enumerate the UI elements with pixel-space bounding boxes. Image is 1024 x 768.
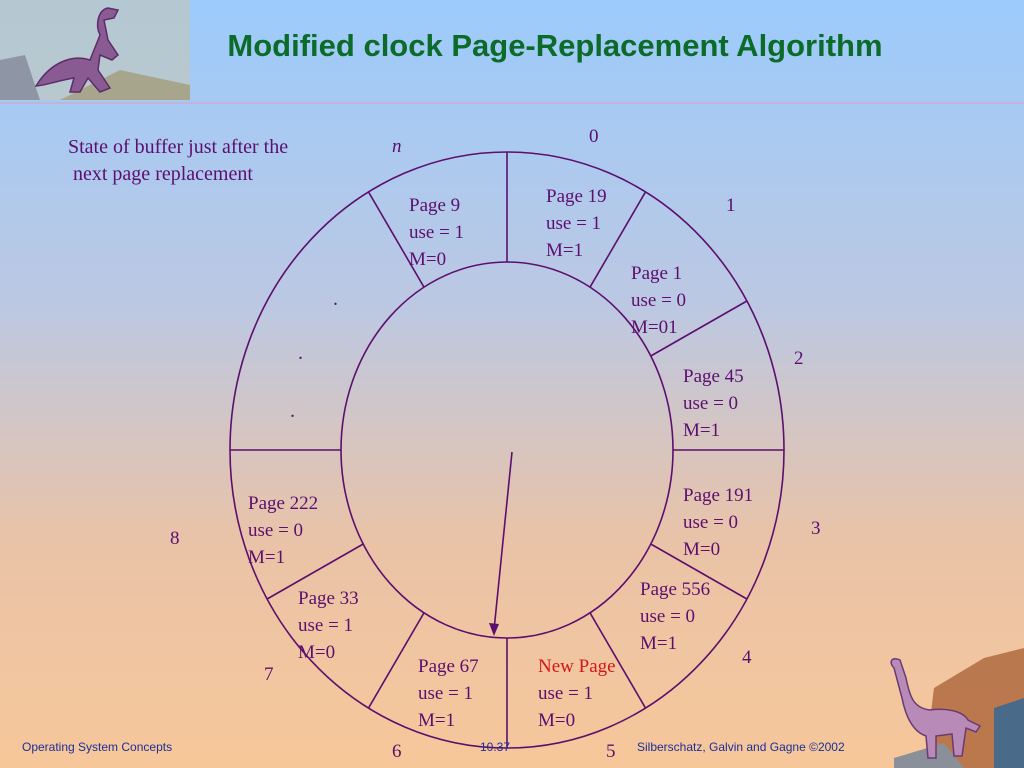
frame-page: Page 19 — [546, 186, 607, 207]
frame-8: Page 222 use = 0 M=1 — [248, 490, 318, 571]
frame-3: Page 191 use = 0 M=0 — [683, 482, 753, 563]
frame-2: Page 45 use = 0 M=1 — [683, 363, 744, 444]
frame-m: M=1 — [248, 547, 286, 568]
state-note: State of buffer just after the next page… — [68, 134, 288, 188]
frame-divider — [367, 612, 425, 709]
frame-divider — [650, 543, 748, 600]
frame-use: use = 1 — [409, 222, 465, 243]
footer-page-number: 10.37 — [480, 740, 511, 754]
frame-m: M=1 — [418, 710, 456, 731]
frame-m: M=0 — [298, 642, 336, 663]
buffer-index-8: 8 — [170, 528, 180, 549]
frame-page: Page 33 — [298, 588, 359, 609]
buffer-index-7: 7 — [264, 664, 274, 685]
frame-use: use = 0 — [631, 290, 687, 311]
frame-page: New Page — [538, 656, 616, 677]
frame-m: M=1 — [683, 420, 721, 441]
dinosaur-top-left-icon — [0, 0, 190, 100]
buffer-index-0: 0 — [589, 126, 599, 147]
frame-use: use = 0 — [683, 512, 739, 533]
buffer-index-5: 5 — [606, 741, 616, 762]
frame-6: Page 67 use = 1 M=1 — [418, 653, 479, 734]
frame-m: M=0 — [409, 249, 447, 270]
frame-use: use = 1 — [418, 683, 474, 704]
inner-ring — [340, 261, 674, 639]
frame-divider — [266, 543, 364, 600]
buffer-index-n: n — [392, 136, 402, 157]
buffer-index-3: 3 — [811, 518, 821, 539]
frame-page: Page 1 — [631, 263, 683, 284]
frame-divider — [367, 191, 425, 288]
frame-5: New Page use = 1 M=0 — [538, 653, 616, 734]
frame-divider — [589, 612, 647, 709]
frame-page: Page 191 — [683, 485, 754, 506]
buffer-index-2: 2 — [794, 348, 804, 369]
frame-use: use = 1 — [546, 213, 602, 234]
frame-use: use = 0 — [248, 520, 304, 541]
buffer-index-1: 1 — [726, 195, 736, 216]
ellipsis-dot: . — [290, 400, 295, 422]
frame-divider — [589, 191, 647, 288]
frame-1: Page 1 use = 0 M=01 — [631, 260, 686, 341]
clock-hand-arrow-icon — [489, 623, 499, 636]
frame-page: Page 9 — [409, 195, 461, 216]
ellipsis-dot: . — [298, 342, 303, 364]
frame-page: Page 67 — [418, 656, 479, 677]
frame-divider — [650, 300, 748, 357]
frame-page: Page 222 — [248, 493, 319, 514]
frame-m: M=1 — [640, 633, 678, 654]
footer-right: Silberschatz, Galvin and Gagne ©2002 — [637, 740, 845, 754]
buffer-index-4: 4 — [742, 647, 752, 668]
frame-use: use = 1 — [538, 683, 594, 704]
frame-m: M=01 — [631, 317, 678, 338]
frame-m: M=0 — [683, 539, 721, 560]
buffer-index-6: 6 — [392, 741, 402, 762]
frame-use: use = 0 — [683, 393, 739, 414]
ellipsis-dot: . — [333, 288, 338, 310]
frame-use: use = 1 — [298, 615, 354, 636]
state-note-line-2: next page replacement — [68, 163, 253, 185]
frame-use: use = 0 — [640, 606, 696, 627]
footer-left: Operating System Concepts — [22, 740, 173, 754]
frame-4: Page 556 use = 0 M=1 — [640, 576, 710, 657]
frame-m: M=1 — [546, 240, 584, 261]
frame-0: Page 19 use = 1 M=1 — [546, 183, 607, 264]
frame-9: Page 9 use = 1 M=0 — [409, 192, 464, 273]
slide-title: Modified clock Page-Replacement Algorith… — [227, 28, 883, 63]
frame-m: M=0 — [538, 710, 576, 731]
clock-hand — [493, 451, 513, 631]
frame-7: Page 33 use = 1 M=0 — [298, 585, 359, 666]
title-divider — [0, 102, 1024, 104]
state-note-line-1: State of buffer just after the — [68, 136, 289, 158]
frame-page: Page 45 — [683, 366, 744, 387]
dinosaur-bottom-right-icon — [890, 648, 1024, 768]
frame-page: Page 556 — [640, 579, 711, 600]
